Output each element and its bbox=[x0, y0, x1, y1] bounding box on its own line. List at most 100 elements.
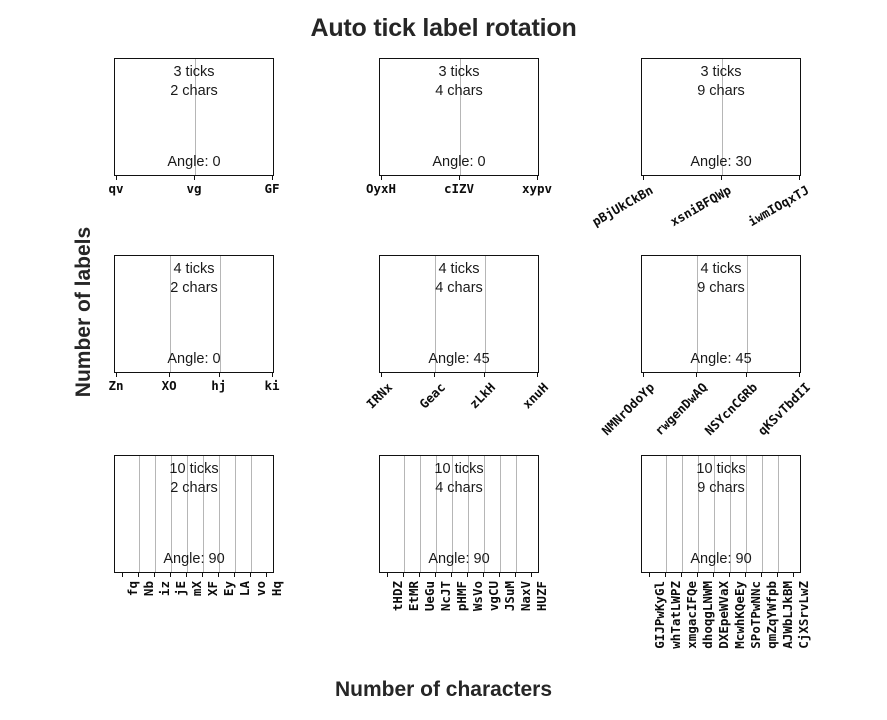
tick-label: pBjUkCkBn bbox=[589, 182, 656, 230]
tick-mark bbox=[451, 573, 452, 577]
gridline bbox=[139, 456, 140, 572]
tick-label: pHMF bbox=[454, 581, 469, 612]
tick-mark bbox=[403, 573, 404, 577]
tick-label: WsVo bbox=[470, 581, 485, 612]
tick-label: hj bbox=[211, 378, 227, 393]
tick-mark bbox=[483, 373, 485, 377]
tick-mark bbox=[761, 573, 762, 577]
tick-label: vg bbox=[186, 181, 202, 196]
tick-label: OyxH bbox=[365, 181, 397, 196]
tick-label: dhoqgLNWM bbox=[700, 581, 715, 649]
gridline bbox=[730, 456, 731, 572]
tick-label: UeGu bbox=[422, 581, 437, 612]
tick-mark bbox=[218, 573, 219, 577]
annotation-char-count: 2 chars bbox=[170, 83, 218, 99]
tick-mark bbox=[745, 573, 746, 577]
tick-label: rwgenDwAQ bbox=[651, 379, 711, 439]
tick-mark bbox=[138, 573, 139, 577]
annotation-char-count: 9 chars bbox=[697, 280, 745, 296]
tick-label: xsniBFQWp bbox=[667, 182, 734, 230]
tick-label: CjXSrvLwZ bbox=[796, 581, 811, 649]
tick-mark bbox=[434, 373, 436, 377]
annotation-angle: Angle: 30 bbox=[690, 154, 752, 170]
gridline bbox=[251, 456, 252, 572]
tick-label: NaxV bbox=[518, 581, 533, 612]
annotation-angle: Angle: 90 bbox=[690, 551, 752, 567]
gridline bbox=[436, 456, 437, 572]
tick-label: NMNrOdoYp bbox=[598, 379, 658, 439]
tick-mark bbox=[194, 176, 195, 180]
annotation-char-count: 2 chars bbox=[170, 280, 218, 296]
tick-mark bbox=[169, 373, 171, 377]
annotation-angle: Angle: 90 bbox=[163, 551, 225, 567]
tick-mark bbox=[777, 573, 778, 577]
tick-mark bbox=[272, 176, 273, 180]
tick-label: zLkH bbox=[466, 379, 498, 412]
tick-label: HUZF bbox=[534, 581, 549, 612]
tick-label: qv bbox=[108, 181, 124, 196]
tick-label: mX bbox=[189, 581, 204, 597]
tick-mark bbox=[381, 176, 382, 180]
tick-label: NSYcnCGRb bbox=[701, 379, 760, 439]
tick-label: XF bbox=[205, 581, 220, 597]
tick-label: DXEpeWVaX bbox=[716, 581, 731, 649]
tick-label: qKSvTbdII bbox=[754, 379, 814, 439]
annotation-tick-count: 4 ticks bbox=[438, 261, 480, 277]
tick-mark bbox=[116, 373, 117, 377]
gridline bbox=[219, 456, 220, 572]
tick-label: tHDZ bbox=[390, 581, 405, 612]
annotation-char-count: 2 chars bbox=[170, 480, 218, 496]
tick-label: XO bbox=[161, 378, 177, 393]
tick-label: Zn bbox=[108, 378, 124, 393]
gridline bbox=[219, 256, 221, 372]
gridline bbox=[235, 456, 236, 572]
tick-mark bbox=[116, 176, 117, 180]
tick-label: McwhKQeEy bbox=[732, 581, 747, 649]
tick-mark bbox=[799, 176, 800, 180]
tick-mark bbox=[643, 176, 644, 180]
annotation-tick-count: 10 ticks bbox=[434, 461, 484, 477]
gridline bbox=[516, 456, 517, 572]
tick-mark bbox=[531, 573, 532, 577]
gridline bbox=[778, 456, 779, 572]
tick-mark bbox=[696, 373, 698, 377]
tick-mark bbox=[170, 573, 171, 577]
tick-mark bbox=[665, 573, 666, 577]
annotation-char-count: 4 chars bbox=[435, 480, 483, 496]
tick-label: vo bbox=[253, 581, 268, 597]
tick-mark bbox=[186, 573, 187, 577]
tick-label: qmZqYWfpb bbox=[764, 581, 779, 649]
tick-label: xnuH bbox=[519, 379, 552, 412]
tick-mark bbox=[387, 573, 388, 577]
tick-mark bbox=[697, 573, 698, 577]
page-title: Auto tick label rotation bbox=[310, 14, 577, 42]
tick-label: vgCU bbox=[486, 581, 501, 612]
tick-label: Hq bbox=[269, 581, 284, 597]
annotation-char-count: 4 chars bbox=[435, 280, 483, 296]
tick-label: iz bbox=[157, 581, 172, 597]
gridline bbox=[484, 256, 486, 372]
gridline bbox=[722, 59, 723, 175]
tick-label: Nb bbox=[141, 581, 156, 597]
tick-mark bbox=[793, 573, 794, 577]
annotation-tick-count: 3 ticks bbox=[700, 64, 742, 80]
tick-mark bbox=[799, 373, 800, 377]
tick-mark bbox=[435, 573, 436, 577]
tick-label: SPoTPwNNc bbox=[748, 581, 763, 649]
gridline bbox=[155, 456, 156, 572]
annotation-tick-count: 4 ticks bbox=[173, 261, 215, 277]
tick-mark bbox=[266, 573, 267, 577]
tick-label: cIZV bbox=[443, 181, 475, 196]
tick-mark bbox=[729, 573, 730, 577]
gridline bbox=[762, 456, 763, 572]
annotation-angle: Angle: 45 bbox=[690, 351, 752, 367]
tick-label: JSuM bbox=[502, 581, 517, 612]
tick-mark bbox=[721, 176, 722, 180]
gridline bbox=[697, 256, 699, 372]
